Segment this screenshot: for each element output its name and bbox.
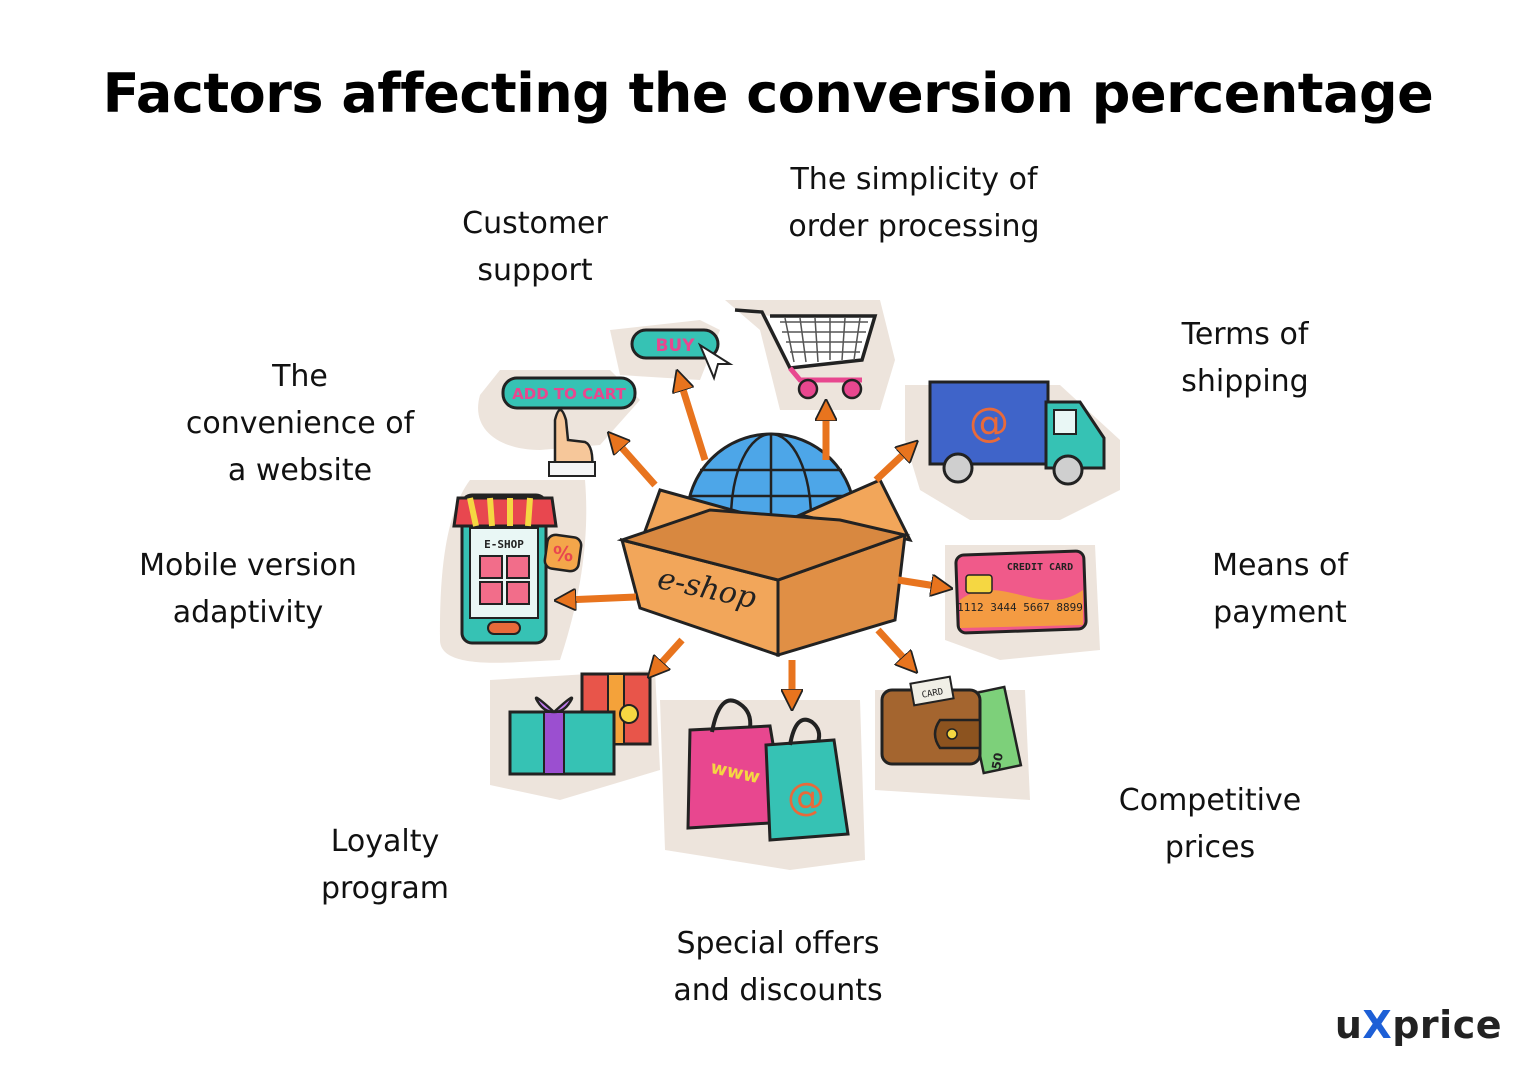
page-title: Factors affecting the conversion percent… bbox=[102, 62, 1434, 125]
arrow-to-mobile bbox=[565, 597, 637, 600]
label-mobile-adaptivity: Mobile version adaptivity bbox=[139, 548, 357, 630]
brand-prefix: u bbox=[1334, 1003, 1363, 1047]
brand-logo: uXprice bbox=[1335, 1003, 1502, 1047]
buy-label: BUY bbox=[655, 336, 695, 356]
add-to-cart-icon: ADD TO CART bbox=[501, 376, 637, 477]
gift-boxes-icon bbox=[508, 672, 652, 776]
arrow-to-card bbox=[897, 580, 942, 587]
arrow-to-truck bbox=[873, 448, 910, 483]
label-payment: Means of payment bbox=[1212, 548, 1348, 630]
label-customer-support: Customer support bbox=[462, 206, 608, 288]
card-number-label: 1112 3444 5667 8899 bbox=[957, 601, 1083, 614]
credit-card-icon: CREDIT CARD 1112 3444 5667 8899 bbox=[954, 549, 1088, 635]
label-shipping: Terms of shipping bbox=[1181, 317, 1309, 399]
store-sign-label: E-SHOP bbox=[484, 538, 524, 551]
card-title-label: CREDIT CARD bbox=[1007, 562, 1073, 573]
label-website-convenience: The convenience of a website bbox=[185, 359, 415, 488]
mobile-shop-icon: E-SHOP % bbox=[452, 493, 583, 645]
truck-at-label: @ bbox=[969, 400, 1009, 446]
brand-suffix: price bbox=[1392, 1003, 1502, 1047]
label-order-processing: The simplicity of order processing bbox=[788, 162, 1040, 244]
buy-button-icon: BUY bbox=[630, 328, 734, 381]
wallet-card-label: CARD bbox=[921, 687, 944, 701]
label-loyalty-program: Loyalty program bbox=[320, 824, 450, 906]
add-to-cart-label: ADD TO CART bbox=[512, 385, 626, 403]
arrow-to-wallet bbox=[875, 627, 910, 665]
delivery-truck-icon: @ bbox=[928, 380, 1106, 486]
arrow-to-gifts bbox=[655, 637, 685, 670]
bag-at-label: @ bbox=[787, 775, 825, 819]
percent-label: % bbox=[553, 542, 573, 566]
arrow-to-add-to-cart bbox=[615, 440, 658, 488]
bill-value-label: 50 bbox=[989, 752, 1006, 771]
arrows bbox=[565, 380, 942, 700]
label-competitive-prices: Competitive prices bbox=[1118, 783, 1302, 865]
label-special-offers: Special offers and discounts bbox=[673, 926, 883, 1008]
brand-highlight: X bbox=[1362, 1003, 1393, 1047]
shopping-bags-icon: www @ bbox=[686, 698, 850, 842]
wallet-money-icon: 50 CARD bbox=[880, 675, 1023, 775]
eshop-box-globe-icon: e-shop bbox=[616, 432, 913, 658]
shopping-cart-icon bbox=[734, 308, 878, 400]
arrow-to-buy bbox=[680, 380, 709, 462]
